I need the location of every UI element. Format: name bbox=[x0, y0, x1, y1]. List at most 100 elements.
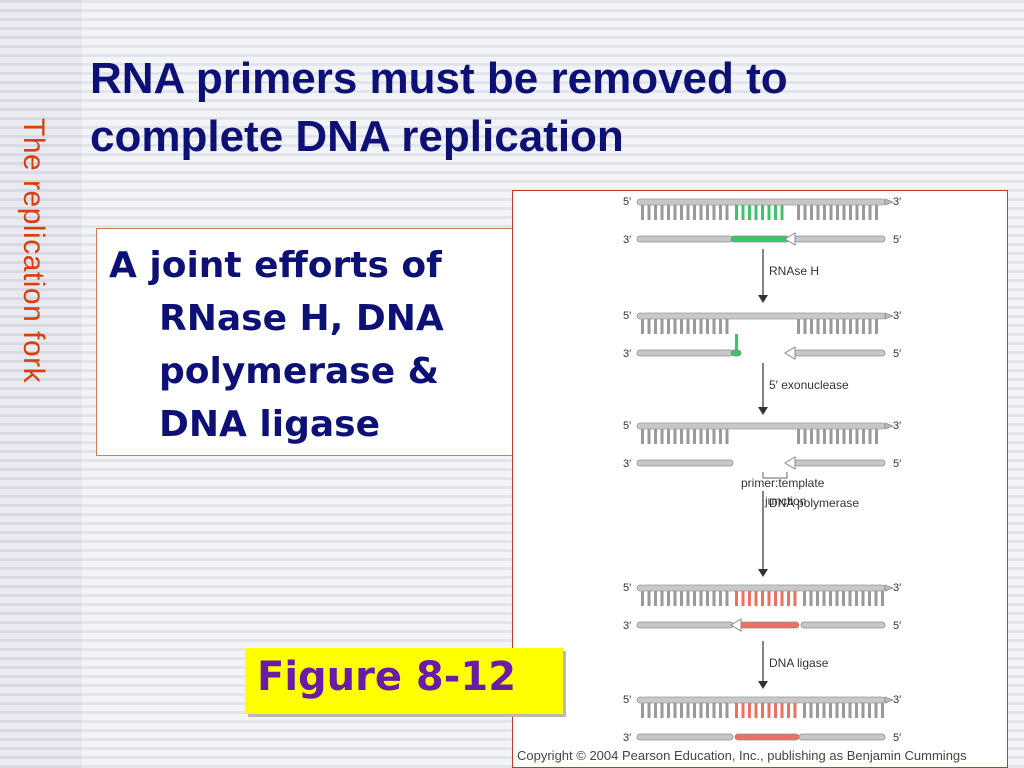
base-pair-rung bbox=[647, 703, 651, 718]
base-pair-rung bbox=[654, 319, 657, 334]
base-pair-rung bbox=[874, 591, 878, 606]
base-pair-rung bbox=[667, 319, 670, 334]
base-pair-rung bbox=[862, 319, 865, 334]
base-pair-rung bbox=[725, 205, 729, 220]
end-label-3: 3′ bbox=[893, 310, 901, 322]
end-label-5: 5′ bbox=[893, 234, 901, 246]
end-label-3: 3′ bbox=[623, 732, 631, 744]
base-pair-rung bbox=[693, 591, 696, 606]
side-title: The replication fork bbox=[17, 118, 50, 384]
slide-title-line-2: complete DNA replication bbox=[90, 112, 624, 161]
end-label-5: 5′ bbox=[623, 694, 631, 706]
new-dna-rung bbox=[787, 703, 790, 718]
base-pair-rung bbox=[686, 205, 690, 220]
base-pair-rung bbox=[712, 319, 716, 334]
top-strand bbox=[636, 312, 886, 320]
base-pair-rung bbox=[660, 205, 664, 220]
strand-arrowhead bbox=[884, 422, 895, 430]
new-dna-rung bbox=[780, 591, 784, 606]
strand-arrowhead bbox=[784, 456, 796, 470]
base-pair-rung bbox=[849, 429, 852, 444]
base-pair-rung bbox=[874, 703, 878, 718]
step-label-2: 5′ exonuclease bbox=[769, 378, 849, 392]
end-label-3: 3′ bbox=[893, 420, 901, 432]
side-band bbox=[0, 0, 82, 768]
base-pair-rung bbox=[848, 591, 852, 606]
base-pair-rung bbox=[647, 319, 651, 334]
base-pair-rung bbox=[816, 205, 820, 220]
end-label-5: 5′ bbox=[893, 458, 901, 470]
base-pair-rung bbox=[647, 591, 651, 606]
base-pair-rung bbox=[809, 703, 813, 718]
base-pair-rung bbox=[810, 205, 813, 220]
base-pair-rung bbox=[654, 591, 657, 606]
base-pair-rung bbox=[686, 703, 690, 718]
base-pair-rung bbox=[855, 429, 859, 444]
base-pair-rung bbox=[693, 703, 696, 718]
rna-primer-rung bbox=[761, 205, 764, 220]
base-pair-rung bbox=[686, 591, 690, 606]
rna-primer-rung bbox=[741, 205, 745, 220]
base-pair-rung bbox=[719, 703, 722, 718]
base-pair-rung bbox=[816, 703, 819, 718]
base-pair-rung bbox=[686, 319, 690, 334]
base-pair-rung bbox=[842, 319, 846, 334]
base-pair-rung bbox=[822, 591, 826, 606]
bottom-strand bbox=[800, 621, 886, 629]
base-pair-rung bbox=[680, 205, 683, 220]
base-pair-rung bbox=[712, 591, 716, 606]
end-label-5: 5′ bbox=[623, 420, 631, 432]
base-pair-rung bbox=[719, 591, 722, 606]
bottom-strand bbox=[636, 459, 734, 467]
base-pair-rung bbox=[842, 429, 846, 444]
base-pair-rung bbox=[829, 429, 833, 444]
bottom-strand bbox=[636, 621, 734, 629]
base-pair-rung bbox=[680, 319, 683, 334]
new-dna-rung bbox=[787, 591, 790, 606]
new-dna-rung bbox=[754, 591, 758, 606]
strand-arrowhead bbox=[784, 346, 796, 360]
new-dna-segment bbox=[734, 733, 800, 741]
base-pair-rung bbox=[706, 703, 709, 718]
base-pair-rung bbox=[699, 205, 703, 220]
bottom-strand bbox=[636, 733, 734, 741]
new-dna-rung bbox=[793, 703, 797, 718]
bottom-strand bbox=[792, 349, 886, 357]
base-pair-rung bbox=[855, 319, 859, 334]
new-dna-rung bbox=[735, 591, 738, 606]
base-pair-rung bbox=[654, 429, 657, 444]
base-pair-rung bbox=[680, 429, 683, 444]
base-pair-rung bbox=[706, 429, 709, 444]
base-pair-rung bbox=[803, 429, 807, 444]
new-dna-rung bbox=[748, 591, 751, 606]
strand-arrowhead bbox=[730, 618, 742, 632]
figure-label: Figure 8-12 bbox=[245, 648, 563, 714]
end-label-3: 3′ bbox=[893, 582, 901, 594]
base-pair-rung bbox=[725, 319, 729, 334]
base-pair-rung bbox=[868, 703, 871, 718]
base-pair-rung bbox=[816, 319, 820, 334]
base-pair-rung bbox=[868, 591, 871, 606]
base-pair-rung bbox=[861, 591, 865, 606]
base-pair-rung bbox=[881, 703, 884, 718]
end-label-3: 3′ bbox=[893, 196, 901, 208]
new-dna-rung bbox=[754, 703, 758, 718]
rna-primer-rung bbox=[774, 205, 777, 220]
base-pair-rung bbox=[673, 429, 677, 444]
base-pair-rung bbox=[706, 319, 709, 334]
base-pair-rung bbox=[835, 703, 839, 718]
new-dna-rung bbox=[793, 591, 797, 606]
junction-bracket bbox=[762, 472, 788, 479]
base-pair-rung bbox=[660, 429, 664, 444]
base-pair-rung bbox=[667, 429, 670, 444]
base-pair-rung bbox=[725, 703, 729, 718]
base-pair-rung bbox=[823, 319, 826, 334]
base-pair-rung bbox=[654, 703, 657, 718]
rna-primer bbox=[730, 235, 790, 243]
base-pair-rung bbox=[660, 319, 664, 334]
base-pair-rung bbox=[699, 591, 703, 606]
base-pair-rung bbox=[699, 319, 703, 334]
rna-primer-rung bbox=[780, 205, 784, 220]
figure-label-text: Figure 8-12 bbox=[257, 654, 517, 700]
base-pair-rung bbox=[647, 205, 651, 220]
